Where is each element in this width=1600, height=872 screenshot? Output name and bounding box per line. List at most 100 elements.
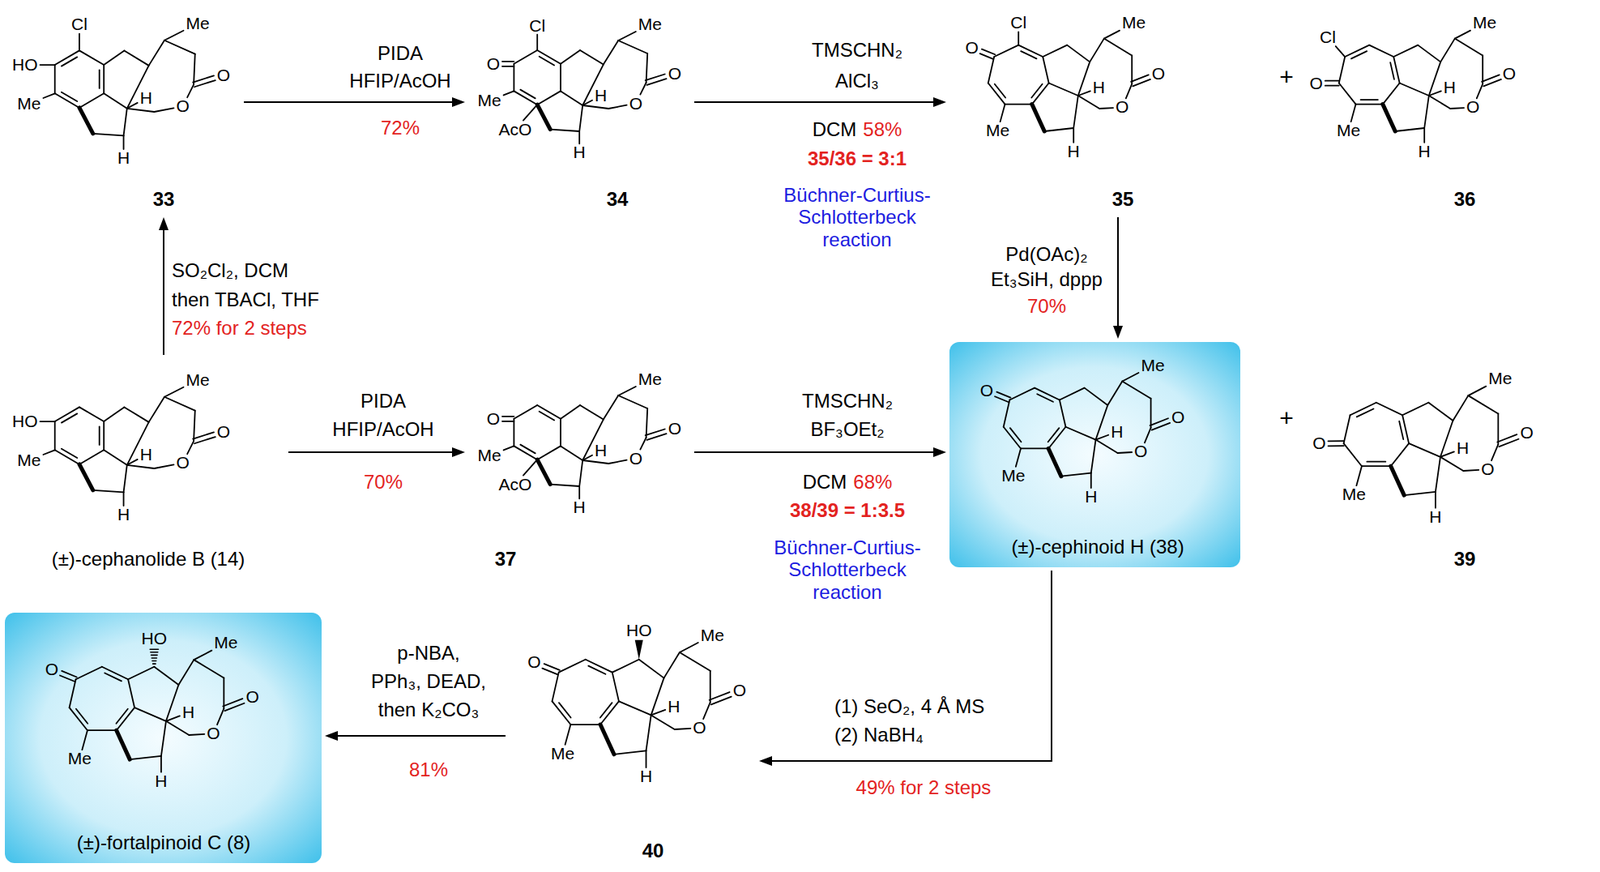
bond-line (1104, 38, 1132, 56)
bond-line (603, 40, 619, 65)
bond-line (1467, 386, 1486, 396)
atom-label: O (45, 659, 59, 679)
bond-line (61, 670, 77, 678)
atom-label: Me (1140, 355, 1165, 376)
bond-line (1003, 399, 1011, 427)
structure-drawing (9, 358, 286, 576)
atom-label: Me (1488, 368, 1512, 389)
reagent-text: AlCl₃ (835, 69, 879, 93)
bond-line (994, 84, 1006, 99)
bond-line (1463, 469, 1479, 471)
bond-line (996, 392, 1011, 398)
atom-label: Cl (529, 16, 546, 36)
bond-line (640, 437, 646, 450)
highlight-box: (±)-fortalpinoid C (8)HOOMeMeOOHH (4, 612, 322, 863)
bond-line (1032, 104, 1045, 132)
bond-line (1356, 408, 1374, 417)
reaction-arrow (694, 97, 947, 107)
bond-line (579, 105, 583, 132)
bond-line (1429, 61, 1441, 96)
bond-line (582, 100, 593, 106)
atom-label: Me (17, 93, 41, 114)
bond-line (1073, 95, 1079, 128)
bond-line (600, 702, 613, 717)
atom-label: Me (1336, 120, 1361, 141)
compound-label: 39 (1454, 547, 1477, 571)
atom-label: O (1152, 64, 1165, 84)
atom-label: Me (17, 450, 41, 470)
bond-line (1090, 473, 1093, 488)
bond-line (1440, 456, 1464, 471)
atom-label: Me (477, 445, 501, 466)
bond-line (541, 668, 558, 675)
atom-label: O (527, 652, 541, 672)
plus-sign: + (1279, 404, 1294, 433)
bond-line (560, 50, 581, 64)
bond-line (1369, 45, 1394, 57)
bond-line (520, 444, 535, 454)
bond-line (1078, 90, 1091, 96)
bond-line (523, 459, 538, 475)
bond-line (161, 721, 167, 756)
bond-line (1344, 443, 1362, 466)
bond-line (539, 411, 555, 421)
bond-line (1096, 435, 1110, 440)
compound-label: 34 (606, 187, 629, 211)
bond-line (1044, 128, 1074, 132)
bond-line (600, 700, 619, 725)
bond-line (149, 40, 165, 66)
bond-line (1049, 83, 1079, 96)
bond-line (87, 729, 117, 731)
reagent-text: DCM (802, 470, 848, 494)
reaction-arrow (243, 97, 466, 107)
atom-label: Me (1342, 484, 1366, 504)
structure-drawing (949, 341, 1241, 568)
compound-label: 33 (153, 187, 175, 211)
atom-label: Me (1472, 12, 1497, 33)
atom-label: H (573, 497, 586, 517)
bond-line (580, 405, 604, 420)
reaction-arrow (694, 447, 947, 457)
bond-line (59, 674, 75, 682)
bond-line (79, 449, 104, 465)
atom-label: H (594, 85, 607, 106)
bond-line (81, 729, 88, 750)
bond-line (513, 50, 538, 64)
bond-line (588, 665, 606, 675)
bond-line (608, 105, 627, 109)
bond-line (1089, 38, 1105, 63)
bond-line (703, 702, 711, 720)
arrow-line (1117, 217, 1119, 331)
bond-line (513, 418, 516, 447)
bond-line (1042, 45, 1067, 57)
compound-label: 36 (1454, 187, 1477, 211)
atom-label: O (1134, 441, 1148, 461)
bond-line (115, 708, 128, 724)
bond-line (217, 708, 224, 725)
bond-line (1078, 95, 1100, 109)
reaction-name: Büchner-Curtius- Schlotterbeck reaction (770, 183, 945, 252)
bond-line (550, 129, 580, 132)
compound-label: 37 (494, 547, 517, 571)
bond-line (104, 672, 122, 681)
bond-line (1417, 45, 1441, 63)
reagent-text: Pd(OAc)₂ (1005, 243, 1088, 266)
bond-line (123, 406, 149, 422)
bond-line (193, 54, 196, 86)
yield-text: 58% (862, 118, 902, 141)
yield-text: 38/39 = 1:3.5 (789, 499, 905, 522)
bond-line (1356, 465, 1362, 486)
bond-line (1099, 106, 1114, 110)
bond-line (558, 659, 586, 673)
bond-line (651, 709, 666, 716)
bond-line (54, 421, 56, 450)
atom-label: Cl (1010, 12, 1027, 33)
bond-line (1483, 79, 1502, 86)
wedge-bond (635, 640, 644, 660)
bond-line (1498, 439, 1519, 447)
bond-line (152, 660, 157, 662)
reagent-text: PPh₃, DEAD, (371, 669, 487, 693)
bond-line (69, 678, 77, 708)
bond-line (1403, 491, 1436, 495)
